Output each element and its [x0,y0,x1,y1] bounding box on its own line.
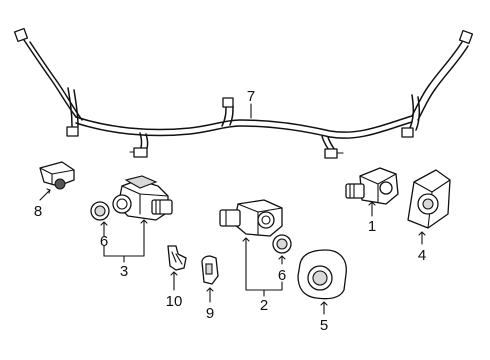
sensor-holder-part-4 [407,169,451,229]
callout-7: 7 [247,88,255,105]
callout-9: 9 [206,305,214,322]
callout-6-right: 6 [278,267,286,284]
callout-8: 8 [34,203,42,220]
bezel-part-5 [297,249,347,300]
wire-harness [13,27,474,159]
callout-6-left: 6 [100,233,108,250]
retainer-part-9 [201,255,219,285]
callout-1: 1 [368,218,376,235]
grommet-part-6-right [272,234,292,254]
callout-10: 10 [166,293,183,310]
parking-sensor-part-3 [112,175,173,221]
sensor-bracket-part-8 [39,161,75,190]
clip-part-10 [167,245,187,271]
grommet-part-6-left [90,201,110,221]
callout-4: 4 [418,247,426,264]
callout-2: 2 [260,297,268,314]
parking-sensor-part-1 [345,167,399,205]
parking-sensor-part-2 [219,199,283,237]
callout-3: 3 [120,263,128,280]
callout-5: 5 [320,317,328,334]
callout-leaders [39,103,426,315]
